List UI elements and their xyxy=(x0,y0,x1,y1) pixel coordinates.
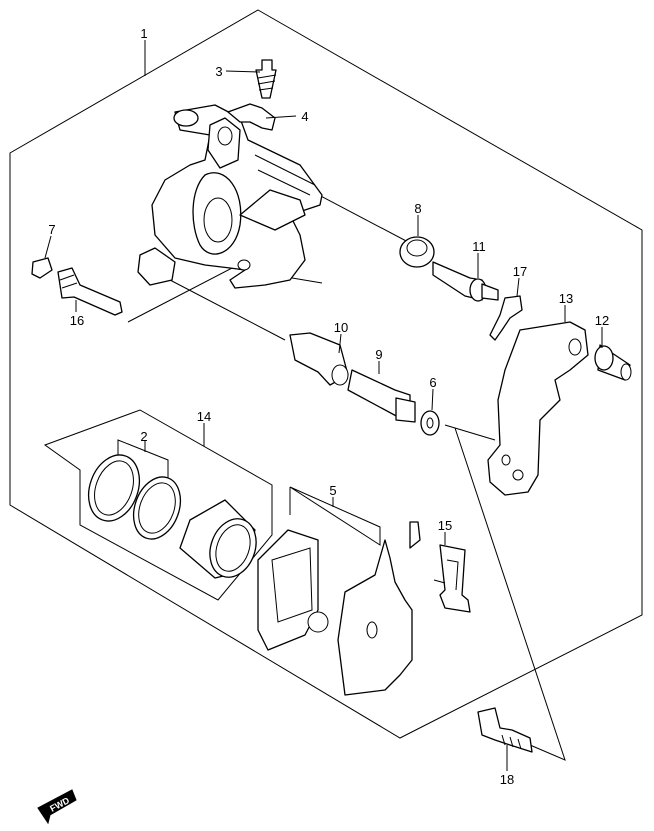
bolt-wedge xyxy=(454,427,566,761)
retaining-clip xyxy=(489,295,523,341)
callout-16: 16 xyxy=(70,313,84,328)
leader-lines xyxy=(44,40,603,771)
callout-1: 1 xyxy=(140,26,147,41)
pin-bolt xyxy=(347,369,416,423)
bracket-bushing xyxy=(594,344,632,381)
forward-direction-arrow: FWD xyxy=(37,789,77,825)
callout-15: 15 xyxy=(438,518,452,533)
callout-labels: 1 2 3 4 5 6 7 8 9 10 11 12 13 14 15 16 1… xyxy=(48,26,609,787)
pin-boot xyxy=(399,236,435,268)
seal-bracket xyxy=(117,439,169,480)
callout-12: 12 xyxy=(595,313,609,328)
callout-18: 18 xyxy=(500,772,514,787)
caliper-body xyxy=(137,104,323,289)
callout-5: 5 xyxy=(329,483,336,498)
brake-pad-inner xyxy=(257,529,329,651)
callout-17: 17 xyxy=(513,264,527,279)
piston xyxy=(179,499,257,579)
bleeder-cap xyxy=(227,103,276,131)
bleeder-screw xyxy=(255,59,277,99)
callout-3: 3 xyxy=(215,64,222,79)
slide-pin-lower xyxy=(57,267,123,316)
pin-boot-lower xyxy=(289,332,349,386)
piston-seals xyxy=(87,454,182,540)
axis-line-pin xyxy=(169,279,286,341)
callout-8: 8 xyxy=(414,201,421,216)
callout-13: 13 xyxy=(559,291,573,306)
pad-spring xyxy=(433,544,471,613)
callout-14: 14 xyxy=(197,409,211,424)
caliper-assembly-boundary xyxy=(9,9,643,739)
callout-2: 2 xyxy=(140,429,147,444)
callout-11: 11 xyxy=(472,239,486,254)
bracket-mounting-bolt xyxy=(477,707,533,753)
washer xyxy=(420,410,440,436)
slide-pin-upper xyxy=(432,261,499,302)
brake-pad-shim xyxy=(337,521,421,696)
callout-6: 6 xyxy=(429,375,436,390)
callout-7: 7 xyxy=(48,222,55,237)
callout-4: 4 xyxy=(301,109,308,124)
axis-line-bracket xyxy=(444,424,496,441)
caliper-bracket xyxy=(487,321,589,496)
callout-9: 9 xyxy=(375,347,382,362)
callout-10: 10 xyxy=(334,320,348,335)
pin-cap xyxy=(31,257,53,279)
pad-set-boundary xyxy=(289,486,381,546)
